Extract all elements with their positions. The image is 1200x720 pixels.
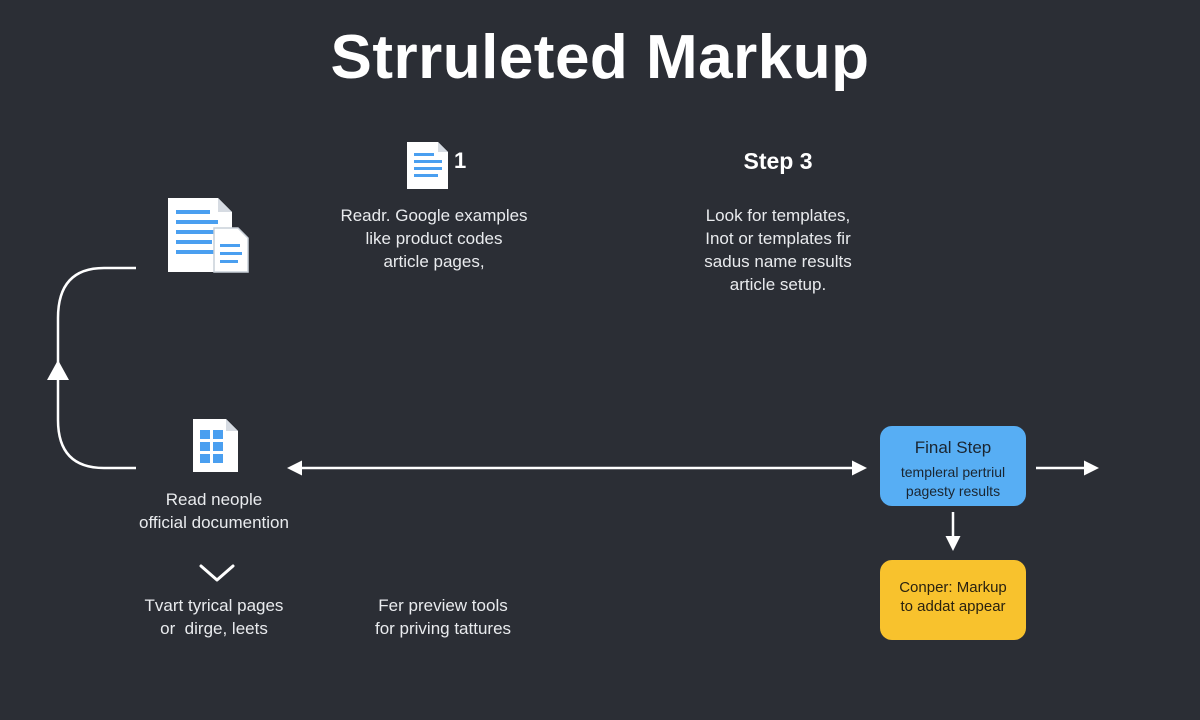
- final-step-line: templeral pertriul: [900, 464, 1006, 480]
- bottom-left-line: or dirge, leets: [160, 619, 268, 638]
- loop-connector: [56, 266, 136, 470]
- bottom-left-line: Tvart tyrical pages: [144, 596, 284, 615]
- markup-box-line: to addat appear: [900, 598, 1006, 615]
- bottom-left-caption: Tvart tyrical pages or dirge, leets: [106, 594, 322, 640]
- step-1-caption: Readr. Google examples like product code…: [310, 204, 558, 273]
- document-icon: [407, 142, 448, 189]
- step-3-line: sadus name results: [704, 252, 852, 271]
- step-1-line: like product codes: [365, 229, 503, 248]
- loop-arrowhead: [47, 360, 69, 380]
- markup-box-line: Conper: Markup: [899, 579, 1007, 596]
- step-3-heading: Step 3: [743, 148, 813, 174]
- step-3-caption: Look for templates, Inot or templates fi…: [660, 204, 896, 296]
- step-3-line: Look for templates,: [705, 206, 851, 225]
- step-3-line: article setup.: [729, 275, 827, 294]
- chevron-down-icon: [199, 564, 235, 582]
- final-step-box: Final Step templeral pertriul pagesty re…: [880, 426, 1026, 506]
- bottom-middle-line: for priving tattures: [374, 619, 512, 638]
- docs-caption: Read neople official documention: [116, 488, 312, 534]
- step-3-line: Inot or templates fir: [705, 229, 851, 248]
- docs-line: Read neople: [165, 490, 263, 509]
- bottom-middle-caption: Fer preview tools for priving tattures: [340, 594, 546, 640]
- markup-box: Conper: Markup to addat appear: [880, 560, 1026, 640]
- documents-icon: [168, 198, 249, 273]
- step-1-number: 1: [454, 148, 467, 173]
- diagram-title: Strruleted Markup: [330, 23, 870, 92]
- docs-line: official documention: [139, 513, 289, 532]
- final-step-title: Final Step: [914, 438, 992, 457]
- step-1-line: Readr. Google examples: [340, 206, 528, 225]
- step-1-line: article pages,: [383, 252, 485, 271]
- grid-document-icon: [193, 419, 238, 472]
- final-step-line: pagesty results: [905, 483, 1001, 499]
- bottom-middle-line: Fer preview tools: [378, 596, 508, 615]
